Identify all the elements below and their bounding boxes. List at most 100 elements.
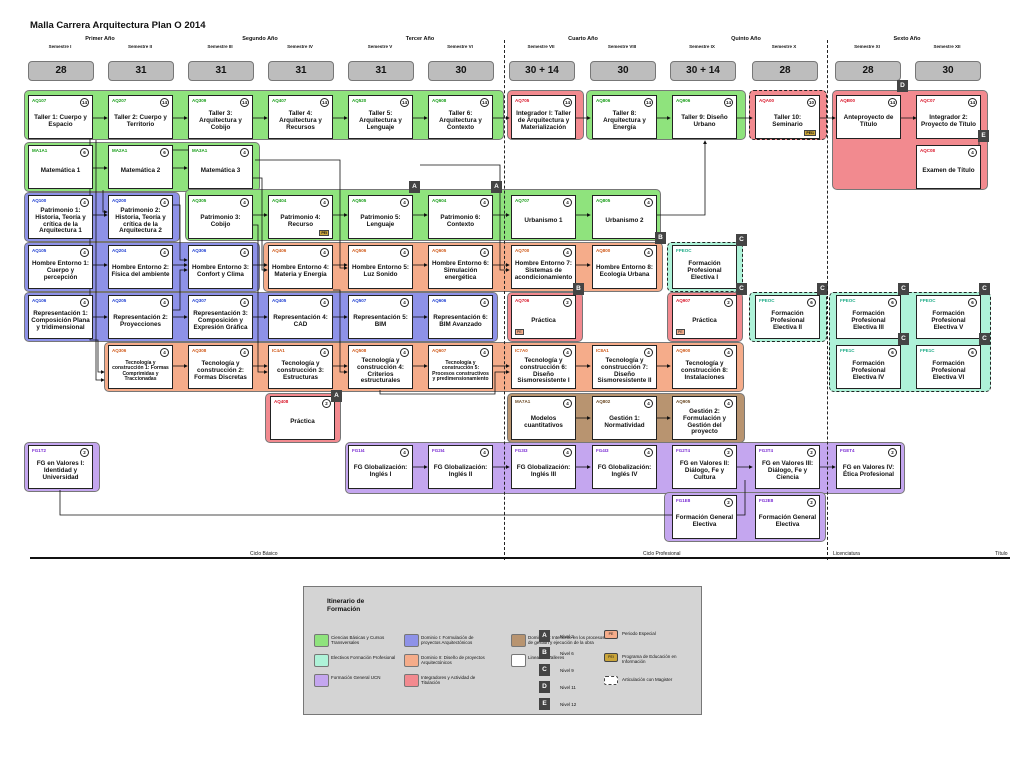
course-code: AQ407 (272, 98, 287, 103)
course-name: Taller 3: Arquitectura y Cobijo (199, 110, 242, 131)
credit-badge: 4 (724, 399, 733, 408)
credit-badge: 4 (240, 198, 249, 207)
legend-extra-value: Periodo Especial (622, 631, 656, 636)
semester-label: Semestre VI (447, 44, 473, 49)
course-name: Formación Profesional Electiva III (851, 310, 886, 331)
legend-swatch (511, 654, 526, 667)
legend-swatch (404, 654, 419, 667)
course-code: AQ508 (352, 348, 367, 353)
semester-label: Semestre IV (287, 44, 313, 49)
credit-badge: 14 (240, 98, 249, 107)
course-code: AQ205 (112, 298, 127, 303)
course-code: AQ404 (272, 198, 287, 203)
course-name: Hombre Entorno 3: Confort y Clima (191, 263, 250, 278)
semester-credits: 30 + 14 (509, 61, 575, 81)
course-name: Patrimonio 6: Contexto (440, 213, 481, 228)
legend-level-value: Nivel 9 (560, 668, 574, 673)
semester-label: Semestre X (771, 44, 797, 49)
semester-credits: 31 (108, 61, 174, 81)
course-name: FG en Valores II: Diálogo, Fe y Cultura (679, 460, 730, 481)
legend-label: Formación General UCN (331, 675, 381, 680)
course-code: AQ707 (515, 198, 530, 203)
credit-badge: 4 (80, 198, 89, 207)
course-code: FG1E8 (676, 498, 691, 503)
course-code: AQ805 (596, 198, 611, 203)
level-marker: C (898, 283, 909, 295)
course-code: FPEOC (840, 298, 856, 303)
course-code: AQ905 (676, 399, 691, 404)
course-name: Formación Profesional Electiva II (770, 310, 805, 331)
course-name: Examen de Título (922, 167, 975, 175)
course-name: Urbanismo 1 (524, 217, 563, 225)
